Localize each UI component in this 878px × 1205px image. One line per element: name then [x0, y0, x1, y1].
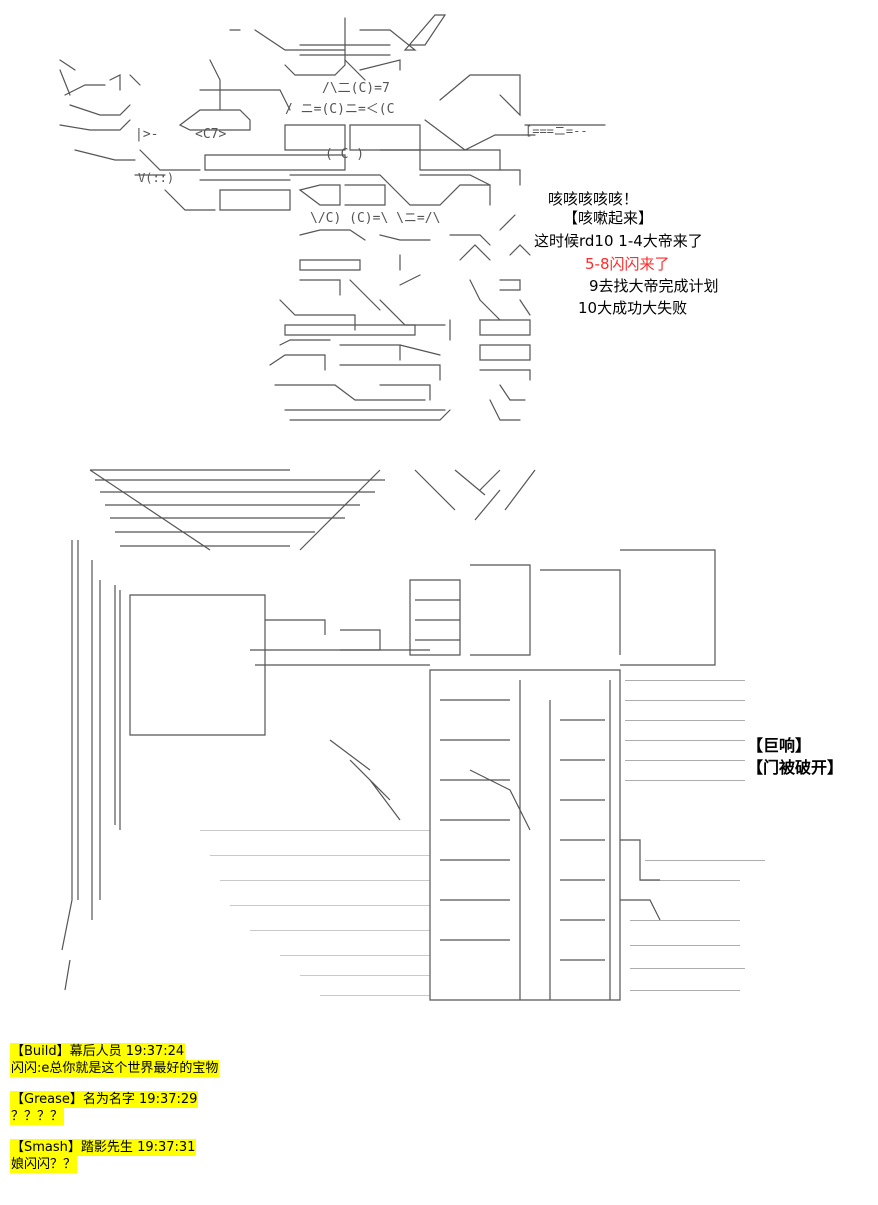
dialogue-line-5: 9去找大帝完成计划 [589, 277, 719, 295]
robot-figure: /\二(C)=7 / ニ=(C)ニ=＜(C |>- <C7> [===ニ=-- … [59, 14, 606, 421]
chat-entry: 【Build】幕后人员 19:37:24 闪闪:e总你就是这个世界最好的宝物 [10, 1043, 220, 1077]
chat-name: 踏影先生 [80, 1140, 133, 1155]
svg-text:V(::): V(::) [138, 171, 174, 185]
chat-time: 19:37:29 [139, 1092, 198, 1107]
dialogue-line-2: 【咳嗽起来】 [563, 209, 654, 227]
svg-text:[===ニ=--: [===ニ=-- [525, 124, 588, 138]
chat-name: 名为名字 [82, 1092, 135, 1107]
chat-header: 【Smash】踏影先生 19:37:31 [10, 1139, 197, 1156]
chat-entry: 【Grease】名为名字 19:37:29 ？？？？ [10, 1091, 219, 1125]
sfx-line-1: 【巨响】 [747, 736, 812, 755]
chat-message: 闪闪:e总你就是这个世界最好的宝物 [10, 1060, 220, 1077]
chat-name: 幕后人员 [69, 1044, 122, 1059]
dialogue-line-1: 咳咳咳咳咳！ [548, 190, 639, 208]
room-scene [61, 469, 716, 1001]
svg-text:<C7>: <C7> [195, 127, 226, 142]
chat-time: 19:37:31 [137, 1140, 196, 1155]
svg-text:( C ): ( C ) [325, 147, 364, 162]
chat-user: 【Grease】 [11, 1092, 83, 1107]
svg-text:/\二(C)=7: /\二(C)=7 [322, 81, 390, 96]
chat-message: 娘闪闪？？ [10, 1156, 78, 1173]
dot-shading [200, 680, 765, 996]
ascii-art-illustration: /\二(C)=7 / ニ=(C)ニ=＜(C |>- <C7> [===ニ=-- … [59, 14, 765, 1001]
chat-header: 【Build】幕后人员 19:37:24 [10, 1043, 186, 1060]
dialogue-line-3: 这时候rd10 1-4大帝来了 [534, 232, 703, 250]
chat-time: 19:37:24 [125, 1044, 185, 1059]
svg-text:|>-: |>- [135, 127, 158, 142]
chat-user: 【Build】 [11, 1044, 70, 1059]
chat-header: 【Grease】名为名字 19:37:29 [10, 1091, 199, 1108]
chat-entry: 【Smash】踏影先生 19:37:31 娘闪闪？？ [10, 1139, 219, 1173]
svg-text:/ ニ=(C)ニ=＜(C: / ニ=(C)ニ=＜(C [285, 102, 394, 117]
chat-message: ？？？？ [10, 1108, 65, 1125]
chat-user: 【Smash】 [11, 1140, 81, 1155]
sfx-line-2: 【门被破开】 [747, 758, 844, 777]
dialogue-line-4: 5-8闪闪来了 [585, 255, 670, 273]
chat-log: 【Build】幕后人员 19:37:24 闪闪:e总你就是这个世界最好的宝物 【… [10, 1043, 220, 1173]
svg-text:\/C) (C)=\ \ニ=/\: \/C) (C)=\ \ニ=/\ [310, 211, 440, 226]
dialogue-line-6: 10大成功大失败 [578, 299, 688, 317]
